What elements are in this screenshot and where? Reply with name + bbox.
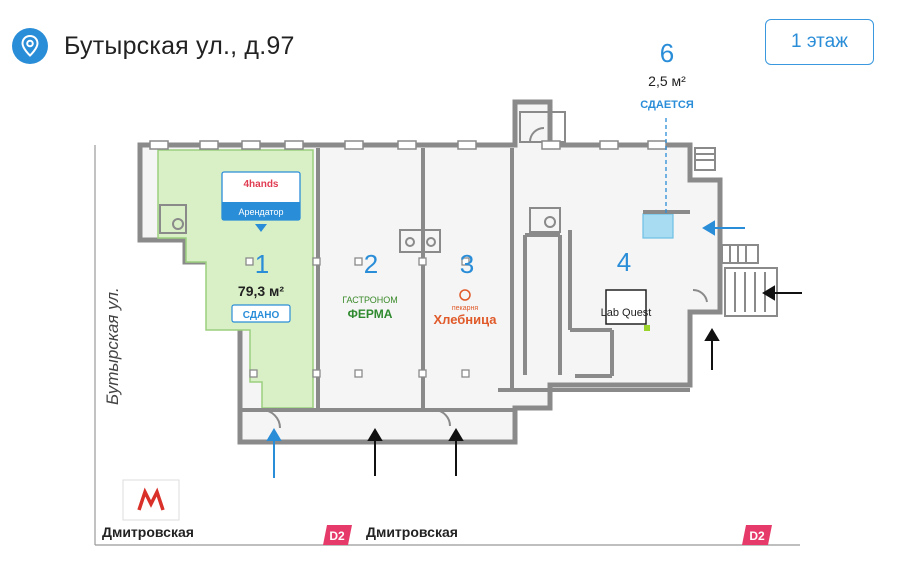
unit-2-tenant-sub: ГАСТРОНОМ: [342, 295, 398, 305]
metro-m-icon: [122, 479, 180, 521]
unit-6-area: [642, 213, 674, 239]
unit-3-number: 3: [460, 249, 474, 279]
street-label: Бутырская ул.: [103, 287, 122, 405]
unit-2-number: 2: [364, 249, 378, 279]
metro-station-mid: Дмитровская: [366, 524, 458, 540]
unit-2-tenant: ФЕРМА: [348, 307, 393, 321]
location-pin-icon: [12, 28, 48, 64]
d2-badge-right: [742, 525, 772, 545]
unit-4-number: 4: [617, 247, 631, 277]
entrance-arrows: [266, 220, 802, 478]
unit-6-area: 2,5 м²: [648, 73, 686, 89]
unit-3-tenant-sub: пекарня: [452, 305, 479, 312]
unit-3-tenant: Хлебница: [433, 312, 497, 327]
svg-text:4hands: 4hands: [243, 179, 278, 190]
unit-4-tenant: Lab Quest: [601, 307, 652, 319]
svg-text:D2: D2: [749, 529, 765, 543]
tenant-4hands-badge: 4hands Арендатор: [221, 171, 301, 232]
unit-6-status: СДАЕТСЯ: [640, 99, 694, 111]
svg-text:Арендатор: Арендатор: [238, 207, 283, 217]
pointer-down-icon: [255, 224, 267, 232]
svg-text:СДАНО: СДАНО: [243, 310, 280, 321]
floor-selector-button[interactable]: 1 этаж: [765, 19, 874, 65]
unit-1-status-badge: [231, 304, 291, 323]
metro-station-left: Дмитровская: [102, 524, 194, 540]
d2-badge-mid: [323, 525, 352, 545]
unit-1-area: 79,3 м²: [238, 283, 284, 299]
labquest-logo: [605, 289, 647, 325]
svg-text:D2: D2: [329, 529, 345, 543]
unit-1-number: 1: [255, 249, 269, 279]
bakery-logo-icon: [459, 289, 471, 301]
unit-6-number: 6: [660, 38, 674, 68]
address-title: Бутырская ул., д.97: [64, 32, 295, 60]
